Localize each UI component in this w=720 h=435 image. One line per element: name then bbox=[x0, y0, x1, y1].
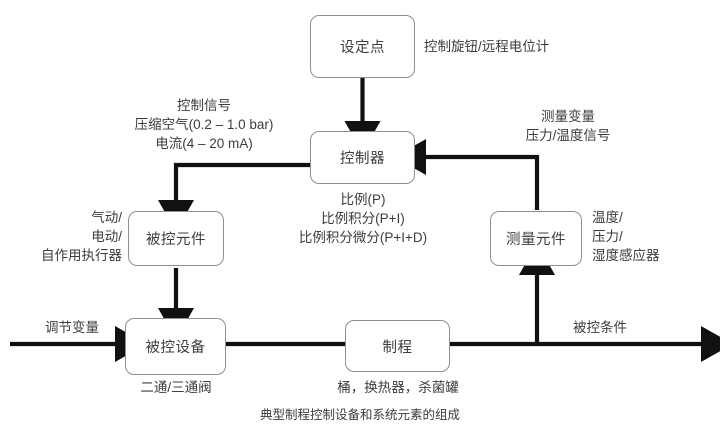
label-process-types: 桶，换热器，杀菌罐 bbox=[337, 380, 459, 395]
label-controller-modes: 比例(P) 比例积分(P+I) 比例积分微分(P+I+D) bbox=[298, 192, 428, 245]
label-controlled-condition: 被控条件 bbox=[573, 320, 627, 335]
node-setpoint-label: 设定点 bbox=[340, 40, 385, 56]
label-actuator-types: 气动/ 电动/ 自作用执行器 bbox=[41, 210, 122, 263]
label-control-signal: 控制信号 压缩空气(0.2 – 1.0 bar) 电流(4 – 20 mA) bbox=[134, 98, 274, 151]
node-controller-label: 控制器 bbox=[340, 151, 385, 167]
diagram-caption: 典型制程控制设备和系统元素的组成 bbox=[259, 408, 460, 422]
node-setpoint[interactable]: 设定点 bbox=[310, 15, 415, 78]
node-controller[interactable]: 控制器 bbox=[310, 131, 415, 184]
wire-measuring-to-controller bbox=[394, 138, 540, 210]
label-valve-types: 二通/三通阀 bbox=[140, 380, 212, 395]
node-measuring-element-label: 测量元件 bbox=[506, 232, 566, 248]
node-measuring-element[interactable]: 测量元件 bbox=[490, 211, 582, 266]
node-controlled-equipment[interactable]: 被控设备 bbox=[125, 318, 226, 375]
label-manipulated-variable: 调节变量 bbox=[45, 320, 99, 335]
node-controlled-element[interactable]: 被控元件 bbox=[128, 211, 224, 266]
node-process-label: 制程 bbox=[382, 339, 413, 356]
label-sensor-types: 温度/ 压力/ 湿度感应器 bbox=[592, 210, 660, 263]
label-measured-variable: 测量变量 压力/温度信号 bbox=[525, 109, 611, 143]
label-setpoint-note: 控制旋钮/远程电位计 bbox=[424, 39, 550, 54]
node-controlled-element-label: 被控元件 bbox=[146, 232, 206, 248]
node-controlled-equipment-label: 被控设备 bbox=[145, 340, 206, 356]
node-process[interactable]: 制程 bbox=[345, 320, 450, 372]
wire-controller-to-controlled-element bbox=[157, 162, 310, 232]
